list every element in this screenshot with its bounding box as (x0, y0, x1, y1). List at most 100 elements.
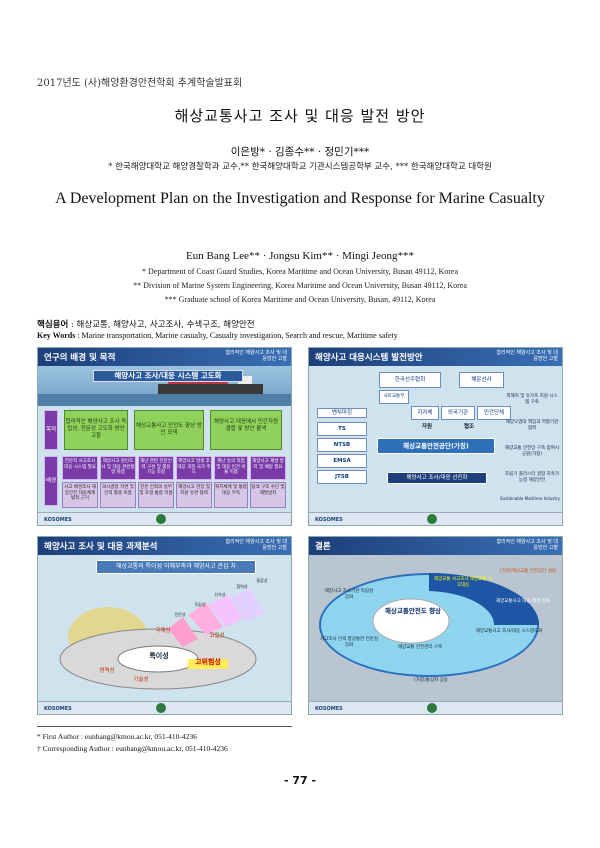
benchmark-label: 벤치마킹 (317, 408, 367, 418)
slide-subtitle: 합리적인 해양사고 조사 및 대응방안 고찰 (225, 350, 287, 362)
slide-footer: KOSOMES (38, 701, 291, 714)
org-ts: TS (317, 422, 367, 436)
title-english: A Development Plan on the Investigation … (55, 190, 545, 207)
keywords-korean: 핵심용어 : 해상교통, 해양사고, 사고조사, 수색구조, 해양안전 (37, 318, 255, 330)
conclusion-item-6: 해양교통 안전관리 구축 (397, 645, 443, 650)
slide-header: 해양사고 조사 및 대응 과제분석 합리적인 해양사고 조사 및 대응방안 고찰 (38, 537, 291, 555)
affiliation-en-2: ** Division of Marine System Engineering… (133, 281, 467, 290)
right-item-1: 피해저 및 유가족 지원 시스템 구축 (506, 394, 558, 405)
footnote-corresponding-author: † Corresponding Author : eunbang@kmou.ac… (37, 744, 228, 753)
slide-header: 결론 합리적인 해양사고 조사 및 대응방안 고찰 (309, 537, 562, 555)
footer-logo: KOSOMES (44, 517, 72, 523)
slide-system-development: 해양사고 대응시스템 발전방안 합리적인 해양사고 조사 및 대응방안 고찰 한… (308, 347, 563, 526)
card-1: 전문성 (174, 612, 186, 617)
right-item-4: 조립기 플러스터 결합 지속가능형 해양안전 (505, 472, 559, 483)
affiliations-korean: * 한국해양대학교 해양경찰학과 교수,** 한국해양대학교 기관시스템공학부 … (108, 162, 492, 172)
advancement-box: 해양사고 조사/대응 선진화 (387, 472, 487, 484)
org-jtsb: JTSB (317, 470, 367, 484)
background-detail-1: 사고 배경조사 해양안전 대응체계 법적 근거 (62, 482, 98, 508)
slide-footer: KOSOMES (38, 512, 291, 525)
keywords-ko-label: 핵심용어 (37, 320, 69, 330)
center-agency: 해상교통안전공단(가칭) (377, 438, 495, 454)
conference-header: 2017년도 (사)해양환경안전학회 추계학술발표회 (37, 78, 243, 89)
org-ministry: 국토교통부 (379, 390, 409, 404)
role-foreign: 외국기관 (441, 406, 475, 420)
slide-title: 연구의 배경 및 목적 (44, 353, 116, 363)
slide-header: 연구의 배경 및 목적 합리적인 해양사고 조사 및 대응방안 고찰 (38, 348, 291, 366)
conclusion-item-3: 해양사고 조사기관 독립성 강화 (324, 589, 374, 600)
keywords-en-text: : Marine transportation, Marine casualty… (77, 331, 398, 340)
conclusion-item-5: 사고조사 인력 향상통한 전문성 강화 (319, 637, 379, 648)
task-diagram (59, 589, 264, 690)
role-private: 민간단체 (477, 406, 511, 420)
slide-task-analysis: 해양사고 조사 및 대응 과제분석 합리적인 해양사고 조사 및 대응방안 고찰… (37, 536, 292, 715)
footer-logo: KOSOMES (44, 706, 72, 712)
authors-korean: 이은방* · 김종수** · 정민기*** (230, 146, 370, 158)
background-label: 배경 (44, 456, 58, 506)
conclusion-item-4: 해양교통사고 대응 체계 강화 (496, 599, 550, 604)
task-banner: 해상교통의 특이성 이해부족과 해양사고 관심 차 (96, 560, 256, 574)
footnote-divider (37, 726, 292, 727)
background-detail-3: 전문 인력의 실무 및 조정 통합 미흡 (138, 482, 174, 508)
conclusion-center: 해상교통안전도 향상 (384, 607, 442, 615)
slide-footer: KOSOMES (309, 512, 562, 525)
goal-box-1: 합리적인 해양사고 조사 독립성, 전문성 고도화 방안 고찰 (64, 410, 128, 450)
slide-title: 결론 (315, 542, 331, 552)
goal-box-2: 해상교통사고 안전도 향상 방안 모색 (134, 410, 204, 450)
arrow-cooperation: 협조 (463, 424, 475, 430)
background-box-4: 해양사고 발생 후 대응 과정 국가 주도 (176, 456, 212, 480)
conclusion-item-8: (가칭)통상자 공동 (414, 678, 448, 683)
role-local-gov: 지자체 (411, 406, 439, 420)
card-5: 통합성 (256, 578, 268, 583)
emblem-icon (156, 703, 166, 713)
keywords-english: Key Words : Marine transportation, Marin… (37, 331, 398, 340)
background-detail-4: 해양사고 현장 및 지원 유관 협력 (176, 482, 212, 508)
property-5: 영역성 (99, 668, 115, 674)
card-3: 신속성 (214, 592, 226, 597)
keywords-ko-text: : 해상교통, 해양사고, 사고조사, 수색구조, 해양안전 (70, 320, 255, 330)
org-emsa: EMSA (317, 454, 367, 468)
background-box-2: 해양사고 원인조사 및 대응 관련법령 복잡 (100, 456, 136, 480)
right-item-2: 해양오염대 책임과 역할기관 협력 (505, 420, 559, 431)
card-4: 협력성 (236, 584, 248, 589)
purpose-label: 목적 (44, 410, 58, 450)
background-box-3: 해난 관련 전문인력 구성 및 활용 기능 조정 (138, 456, 174, 480)
org-shipping-company: 해운선사 (459, 372, 504, 388)
slide-conclusion: 결론 합리적인 해양사고 조사 및 대응방안 고찰 해상교통안전도 향상 해양교… (308, 536, 563, 715)
slide-background-purpose: 연구의 배경 및 목적 합리적인 해양사고 조사 및 대응방안 고찰 해양사고 … (37, 347, 292, 526)
slide-subtitle: 합리적인 해양사고 조사 및 대응방안 고찰 (496, 350, 558, 362)
page-number: - 77 - (283, 774, 317, 787)
affiliation-en-1: * Department of Coast Guard Studies, Kor… (142, 267, 458, 276)
emblem-icon (156, 514, 166, 524)
system-banner: 해양사고 조사/대응 시스템 고도화 (93, 370, 243, 382)
footer-logo: KOSOMES (315, 517, 343, 523)
slide-subtitle: 합리적인 해양사고 조사 및 대응방안 고찰 (225, 539, 287, 551)
title-korean: 해상교통사고 조사 및 대응 발전 방안 (174, 107, 426, 125)
slide-subtitle: 합리적인 해양사고 조사 및 대응방안 고찰 (496, 539, 558, 551)
property-2: 고립성 (209, 633, 225, 639)
background-detail-6: 탐색 구조 수단 및 재발방지 (250, 482, 286, 508)
org-shipowners: 한국선주협회 (379, 372, 441, 388)
footer-logo: KOSOMES (315, 706, 343, 712)
conclusion-diagram (319, 573, 539, 677)
conclusion-item-7: 해양교통사고 조사/대응 시스템도화 (475, 629, 543, 634)
slide-title: 해양사고 대응시스템 발전방안 (315, 353, 423, 363)
authors-english: Eun Bang Lee** · Jongsu Kim** · Mingi Je… (186, 250, 414, 262)
affiliation-en-3: *** Graduate school of Korea Maritime an… (164, 295, 436, 304)
slide-header: 해양사고 대응시스템 발전방안 합리적인 해양사고 조사 및 대응방안 고찰 (309, 348, 562, 366)
conclusion-item-1: 해양교통 사고조사 해양교통 사고대응 (433, 577, 493, 588)
property-3: 고위험성 (188, 659, 228, 669)
emblem-icon (427, 514, 437, 524)
arrow-resource: 자원 (421, 424, 433, 430)
background-box-6: 해양사고 재발 방지 및 예방 필요 (250, 456, 286, 480)
right-footer-text: Sustainable Maritime Industry (499, 496, 561, 501)
org-ntsb: NTSB (317, 438, 367, 452)
slide-title: 해양사고 조사 및 대응 과제분석 (44, 542, 158, 552)
slide-footer: KOSOMES (309, 701, 562, 714)
background-box-5: 재난 등의 적합 및 대응 민간 비율 미흡 (214, 456, 248, 480)
background-detail-2: 의사결정 지연 및 인력 활용 미흡 (100, 482, 136, 508)
property-1: 국제성 (155, 628, 171, 634)
background-box-1: 전문적 사고조사 대응 시스템 필요 (62, 456, 98, 480)
background-detail-5: 복지체계 및 통합 대응 부족 (214, 482, 248, 508)
right-item-3: 해양교통 안전망 구축 참여시공원(가칭) (505, 446, 559, 457)
